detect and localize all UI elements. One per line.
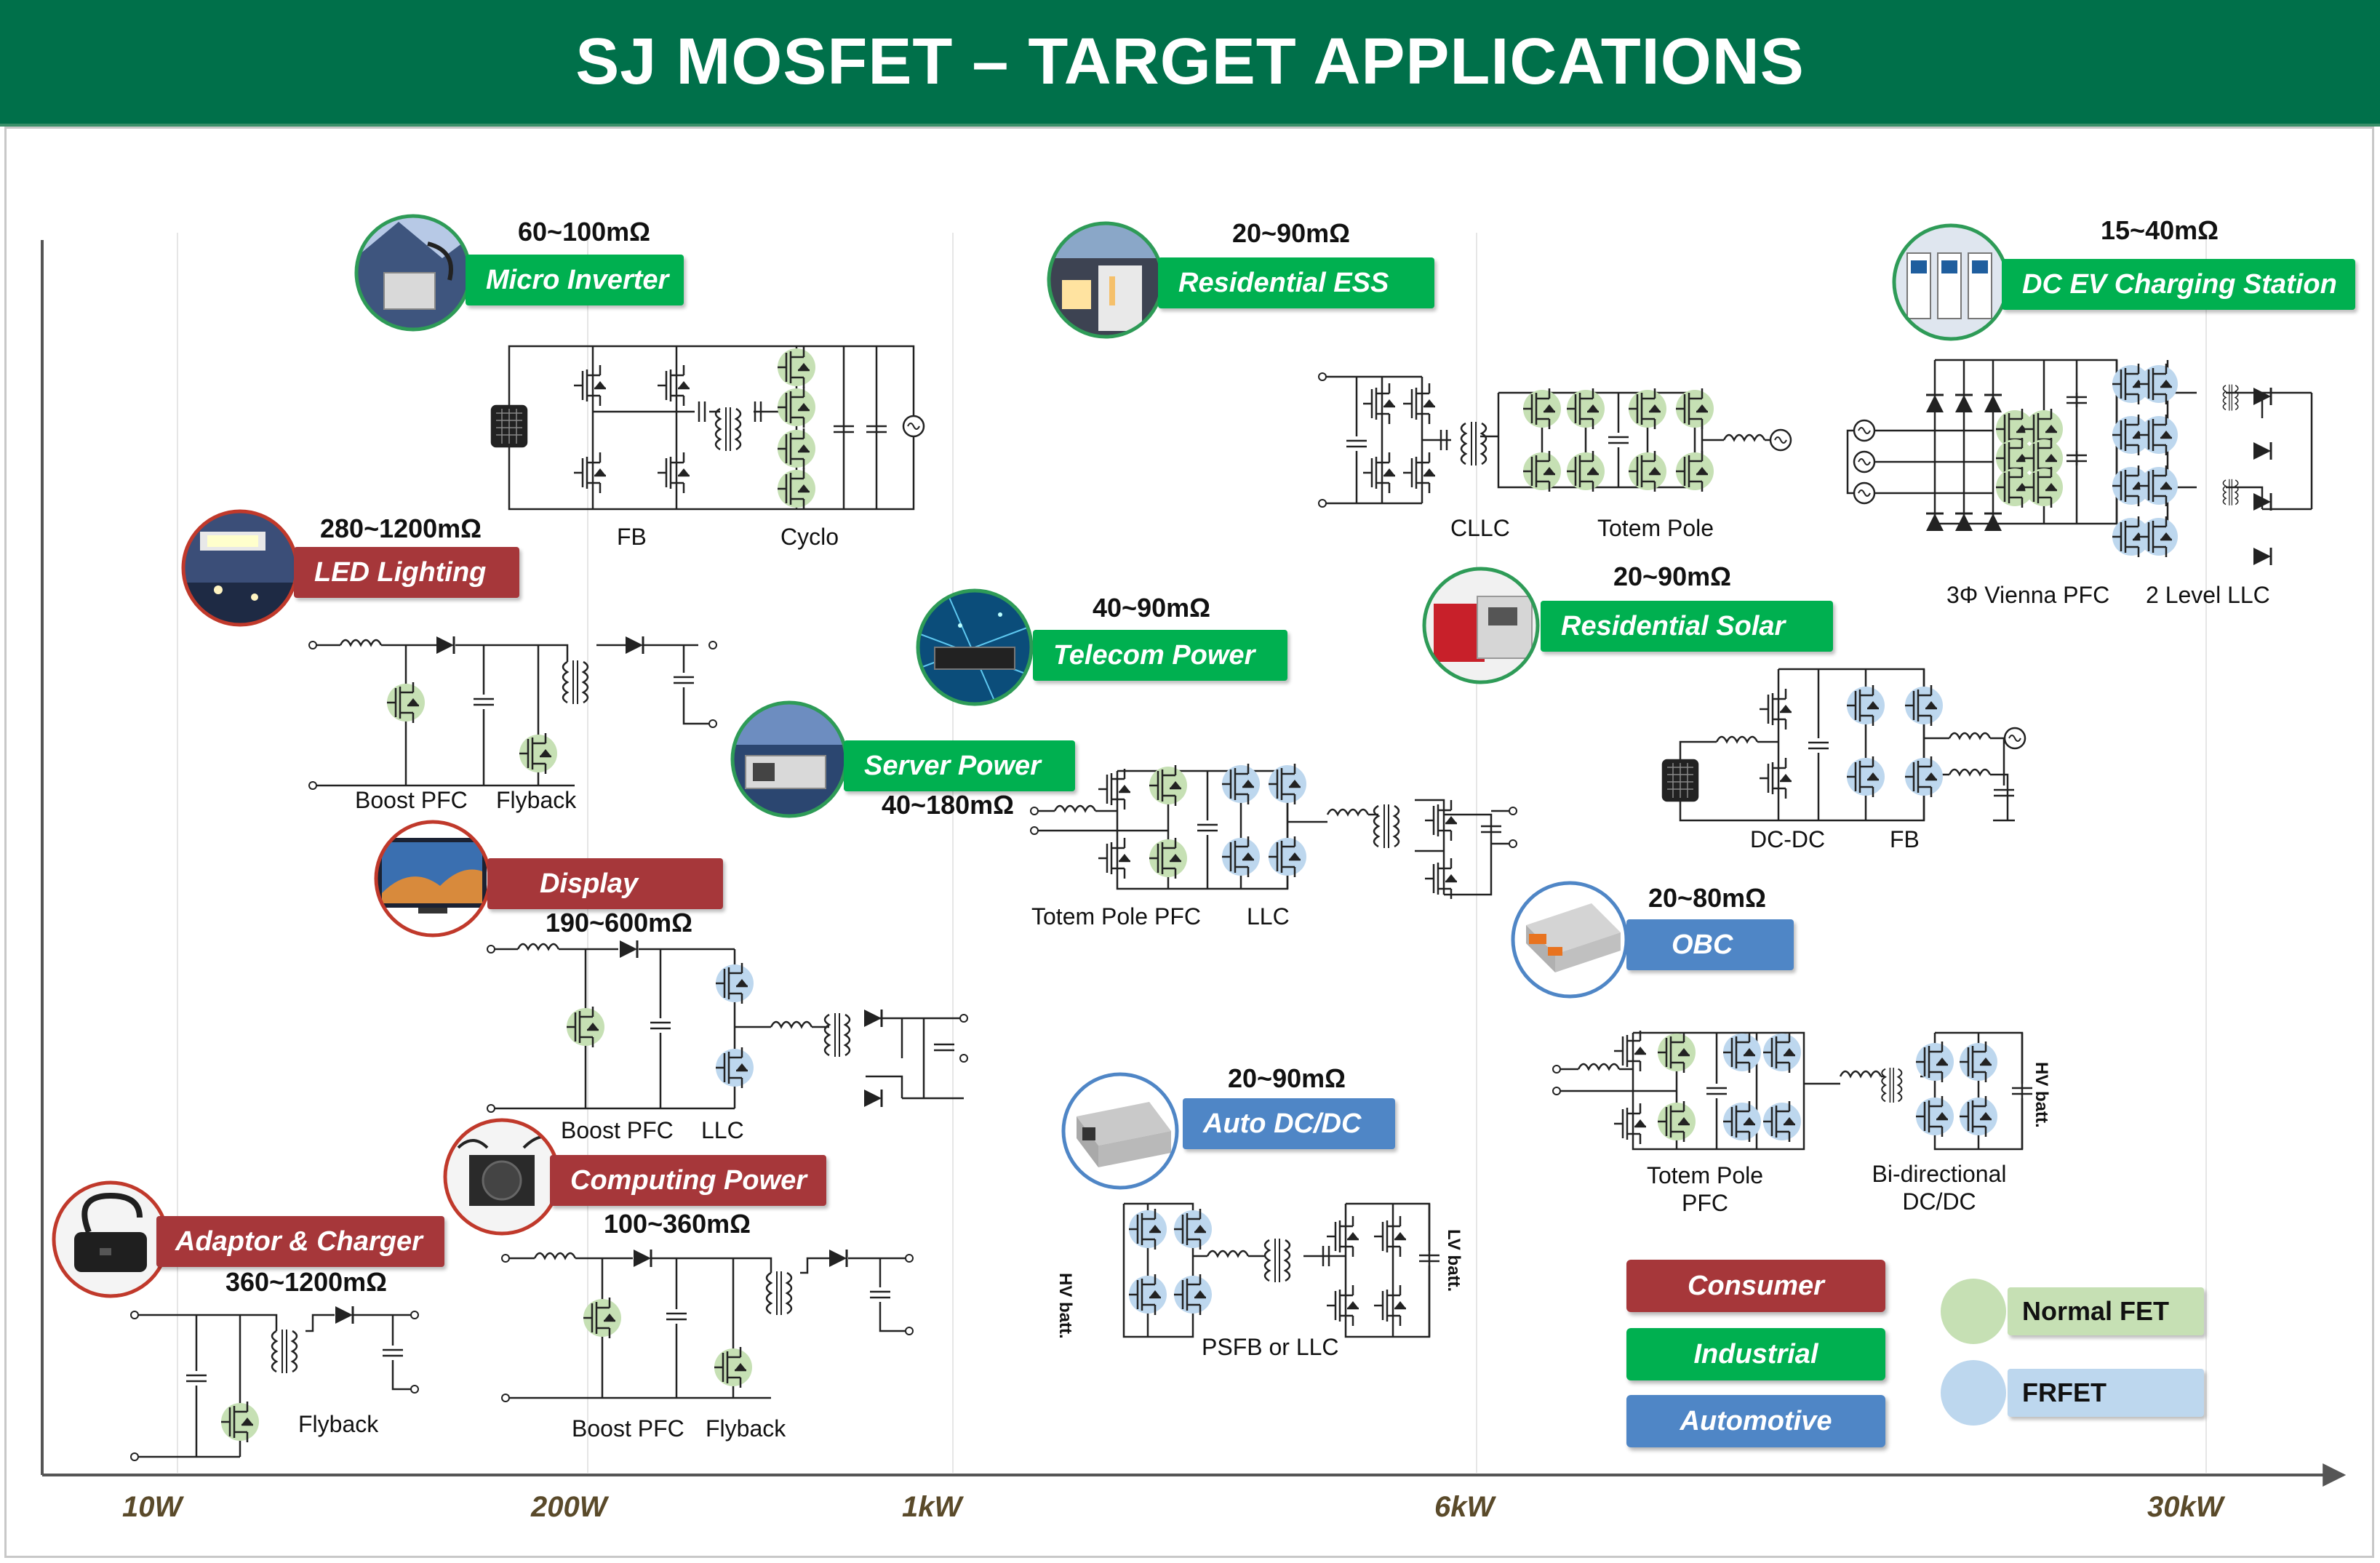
solar-dcdc-label: DC-DC (1750, 826, 1826, 852)
adaptor-charger-ron: 360~1200mΩ (225, 1267, 388, 1297)
legend-frfet-dot (1941, 1360, 2006, 1426)
obc-pfc-label: PFC (1682, 1190, 1728, 1216)
auto-dcdc-ron: 20~90mΩ (1228, 1063, 1346, 1093)
micro-inverter-schematic (490, 345, 925, 511)
computing-boost-pfc-label: Boost PFC (572, 1415, 684, 1442)
computing-power-photo (443, 1118, 561, 1236)
display-ron: 190~600mΩ (546, 908, 693, 938)
auto-dcdc-photo (1061, 1072, 1179, 1190)
auto-psfb-llc-label: PSFB or LLC (1202, 1334, 1339, 1360)
obc-label: OBC (1626, 919, 1794, 970)
server-power-photo (730, 700, 848, 818)
obc-dcdc-label: DC/DC (1902, 1188, 1976, 1215)
adaptor-flyback-label: Flyback (298, 1411, 379, 1437)
residential-solar-schematic (1661, 668, 2015, 822)
obc-photo (1511, 881, 1629, 999)
legend-consumer: Consumer (1626, 1260, 1885, 1312)
display-llc-label: LLC (701, 1117, 744, 1143)
telecom-power-label: Telecom Power (1033, 630, 1287, 681)
led-lighting-photo (181, 509, 299, 627)
server-power-ron: 40~180mΩ (882, 790, 1015, 820)
micro-inverter-photo (354, 214, 472, 332)
computing-power-ron: 100~360mΩ (604, 1209, 751, 1239)
display-boost-pfc-label: Boost PFC (561, 1117, 674, 1143)
micro-inverter-label: Micro Inverter (466, 255, 684, 305)
server-totem-pole-pfc-label: Totem Pole PFC (1031, 903, 1201, 930)
led-lighting-ron: 280~1200mΩ (320, 513, 482, 543)
solar-fb-label: FB (1890, 826, 1920, 852)
legend-frfet: FRFET (2008, 1369, 2204, 1417)
adaptor-photo (52, 1180, 169, 1298)
ess-clllc-label: CLLC (1450, 515, 1510, 541)
residential-solar-ron: 20~90mΩ (1613, 561, 1731, 591)
display-photo (374, 820, 492, 938)
obc-bidirectional-label: Bi-directional (1872, 1161, 2007, 1187)
display-label: Display (487, 858, 723, 909)
content-frame (4, 127, 2374, 1558)
residential-ess-ron: 20~90mΩ (1232, 218, 1350, 248)
dc-ev-schematic (1846, 359, 2313, 525)
legend-normal-fet-dot (1941, 1279, 2006, 1344)
axis-tick-10w: 10W (122, 1491, 183, 1523)
auto-dcdc-label: Auto DC/DC (1183, 1098, 1395, 1149)
obc-hv-batt-label: HV batt. (2032, 1062, 2051, 1128)
auto-lv-batt-label: LV batt. (1444, 1229, 1463, 1292)
axis-tick-30kw: 30kW (2147, 1491, 2224, 1523)
telecom-power-photo (916, 588, 1034, 706)
computing-flyback-label: Flyback (706, 1415, 786, 1442)
obc-totem-pole-label: Totem Pole (1646, 1162, 1764, 1188)
axis-tick-1kw: 1kW (902, 1491, 962, 1523)
auto-hv-batt-label: HV batt. (1055, 1273, 1075, 1339)
telecom-power-ron: 40~90mΩ (1093, 593, 1210, 623)
led-boost-pfc-label: Boost PFC (355, 787, 468, 813)
micro-inverter-ron: 60~100mΩ (518, 217, 651, 247)
slide-title: SJ MOSFET – TARGET APPLICATIONS (575, 25, 1805, 98)
micro-inverter-cyclo-label: Cyclo (780, 524, 839, 550)
title-bar: SJ MOSFET – TARGET APPLICATIONS (0, 0, 2380, 127)
server-llc-label: LLC (1247, 903, 1290, 930)
micro-inverter-fb-label: FB (617, 524, 647, 550)
dc-ev-photo (1892, 223, 2010, 341)
adaptor-charger-label: Adaptor & Charger (156, 1216, 444, 1267)
dc-ev-ron: 15~40mΩ (2101, 215, 2219, 245)
residential-solar-label: Residential Solar (1541, 601, 1833, 652)
legend-industrial: Industrial (1626, 1328, 1885, 1380)
obc-ron: 20~80mΩ (1648, 883, 1766, 913)
led-flyback-label: Flyback (496, 787, 577, 813)
legend-automotive: Automotive (1626, 1395, 1885, 1447)
computing-power-label: Computing Power (550, 1155, 826, 1206)
dc-ev-label: DC EV Charging Station (2002, 259, 2355, 310)
led-lighting-label: LED Lighting (294, 547, 519, 598)
led-lighting-schematic (308, 639, 716, 791)
server-power-label: Server Power (844, 740, 1075, 791)
ess-totem-pole-label: Totem Pole (1597, 515, 1714, 541)
ev-vienna-pfc-label: 3Φ Vienna PFC (1946, 582, 2110, 608)
legend-normal-fet: Normal FET (2008, 1287, 2204, 1335)
axis-tick-6kw: 6kW (1434, 1491, 1495, 1523)
residential-ess-photo (1047, 221, 1165, 339)
residential-solar-photo (1422, 567, 1540, 684)
ev-llc-label: 2 Level LLC (2146, 582, 2270, 608)
residential-ess-label: Residential ESS (1158, 257, 1434, 308)
computing-power-schematic (500, 1252, 909, 1403)
axis-tick-200w: 200W (531, 1491, 607, 1523)
